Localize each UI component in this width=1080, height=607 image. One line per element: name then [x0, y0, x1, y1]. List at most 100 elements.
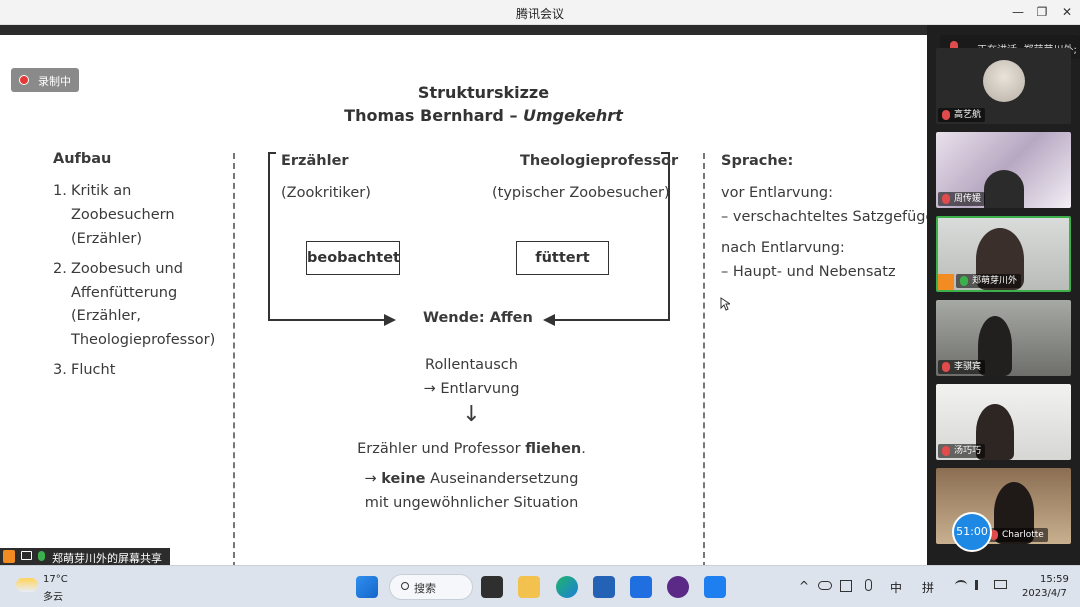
recording-label: 录制中 — [38, 75, 71, 88]
vor-entlarvung: vor Entlarvung: — [721, 185, 833, 201]
mic-tray-icon[interactable] — [865, 579, 872, 591]
mic-muted-icon — [942, 362, 950, 372]
wifi-icon[interactable] — [955, 580, 967, 590]
ime-language[interactable]: 中 — [890, 581, 903, 595]
aufbau-item-1-line-2: Zoobesuchern — [71, 207, 175, 223]
divider-left — [233, 153, 235, 578]
participant-tile-3-active[interactable]: 郑萌芽川外 — [936, 216, 1071, 292]
taskbar: 17°C 多云 搜索 ^ 中 拼 15:59 2023/4/7 — [0, 565, 1080, 607]
left-bracket-line — [268, 152, 388, 321]
ime-mode[interactable]: 拼 — [922, 581, 935, 595]
start-button-icon[interactable] — [356, 576, 378, 598]
aufbau-item-2-line-4: Theologieprofessor) — [71, 332, 216, 348]
mouse-cursor-icon — [720, 297, 730, 311]
keine-rest: Auseinandersetzung — [425, 471, 579, 487]
aufbau-item-2-line-1: Zoobesuch und — [71, 261, 183, 277]
file-explorer-icon[interactable] — [518, 576, 540, 598]
participant-tile-4[interactable]: 李骐宾 — [936, 300, 1071, 376]
wende-label: Wende: Affen — [423, 310, 533, 326]
fliehen-line: Erzähler und Professor fliehen. — [0, 441, 927, 457]
clock-date[interactable]: 2023/4/7 — [1022, 588, 1067, 599]
presentation-slide: 录制中 Strukturskizze Thomas Bernhard – Umg… — [0, 35, 927, 578]
weather-cloud-icon — [16, 578, 38, 592]
minimize-button[interactable]: — — [1012, 5, 1024, 19]
window-title: 腾讯会议 — [515, 7, 564, 21]
app-blue-icon[interactable] — [630, 576, 652, 598]
fliehen-bold: fliehen — [525, 441, 582, 457]
restore-button[interactable]: ❐ — [1036, 5, 1048, 19]
participant-name-tag: 高艺航 — [938, 108, 986, 122]
record-icon — [19, 75, 29, 85]
aufbau-item-2-line-3: (Erzähler, — [71, 308, 141, 324]
participant-name-tag: 周传媛 — [938, 192, 986, 206]
participant-name-tag: 汤巧巧 — [938, 444, 986, 458]
participant-name: Charlotte — [1002, 530, 1044, 540]
search-label: 搜索 — [414, 582, 436, 595]
participant-tile-1[interactable]: 高艺航 — [936, 48, 1071, 124]
slide-subtitle: Thomas Bernhard – Umgekehrt — [0, 106, 927, 125]
mic-muted-icon — [942, 110, 950, 120]
host-icon — [938, 274, 954, 290]
fliehen-pre: Erzähler und Professor — [357, 441, 526, 457]
participant-name: 李骐宾 — [954, 362, 982, 372]
nach-entlarvung-item: – Haupt- und Nebensatz — [721, 264, 896, 280]
slide-title: Strukturskizze — [417, 83, 550, 102]
theologe-sub: (typischer Zoobesucher) — [492, 185, 670, 201]
app-purple-icon[interactable] — [667, 576, 689, 598]
keine-line: → keine Auseinandersetzung — [0, 471, 927, 487]
beobachtet-box: beobachtet — [306, 241, 400, 275]
erzaehler-heading: Erzähler — [281, 153, 349, 169]
mic-muted-icon — [942, 446, 950, 456]
app-tray-icon[interactable] — [840, 580, 852, 592]
mic-active-icon — [38, 551, 45, 561]
weather-widget[interactable]: 17°C 多云 — [16, 572, 76, 603]
arrow-right-head — [384, 314, 396, 326]
aufbau-item-1-line-3: (Erzähler) — [71, 231, 143, 247]
screen-share-icon — [21, 551, 32, 560]
volume-icon[interactable] — [975, 580, 985, 590]
host-icon — [3, 550, 15, 563]
keine-bold: keine — [381, 471, 426, 487]
search-box[interactable]: 搜索 — [389, 574, 473, 600]
keine-arrow: → — [364, 471, 382, 487]
mic-active-icon — [960, 276, 968, 286]
rollentausch-label: Rollentausch — [425, 357, 518, 373]
participant-name-tag: 李骐宾 — [938, 360, 986, 374]
store-icon[interactable] — [593, 576, 615, 598]
meeting-timer[interactable]: 51:00 — [952, 512, 992, 552]
edge-icon[interactable] — [556, 576, 578, 598]
recording-badge[interactable]: 录制中 — [11, 68, 79, 92]
screen-share-tag[interactable]: 郑萌芽川外的屏幕共享 — [0, 548, 170, 565]
task-view-icon[interactable] — [481, 576, 503, 598]
chevron-up-icon[interactable]: ^ — [799, 579, 810, 593]
right-bracket-line — [550, 152, 670, 321]
arrow-left-head — [543, 314, 555, 326]
aufbau-num-3: 3. — [53, 362, 67, 378]
vor-entlarvung-item: – verschachteltes Satzgefüge — [721, 209, 927, 225]
divider-right — [703, 153, 705, 578]
participant-tile-5[interactable]: 汤巧巧 — [936, 384, 1071, 460]
window-titlebar: 腾讯会议 — ❐ ✕ — [0, 0, 1080, 25]
tencent-meeting-icon[interactable] — [704, 576, 726, 598]
screen-share-label: 郑萌芽川外的屏幕共享 — [52, 552, 162, 565]
clock-time[interactable]: 15:59 — [1040, 574, 1069, 585]
close-button[interactable]: ✕ — [1061, 5, 1073, 19]
cloud-icon[interactable] — [818, 581, 832, 590]
battery-icon[interactable] — [994, 580, 1007, 589]
entlarvung-label: → Entlarvung — [423, 381, 520, 397]
participant-name-tag: Charlotte — [986, 528, 1048, 542]
aufbau-num-2: 2. — [53, 261, 67, 277]
down-arrow-icon: ↓ — [462, 402, 481, 427]
fliehen-post: . — [581, 441, 586, 457]
participant-name-tag: 郑萌芽川外 — [956, 274, 1022, 288]
subtitle-author: Thomas Bernhard – — [344, 106, 524, 125]
sprache-heading: Sprache: — [721, 153, 794, 169]
participant-name: 周传媛 — [954, 194, 982, 204]
mic-muted-icon — [942, 194, 950, 204]
theologe-heading: Theologieprofessor — [520, 153, 679, 169]
aufbau-item-1-line-1: Kritik an — [71, 183, 132, 199]
aufbau-num-1: 1. — [53, 183, 67, 199]
erzaehler-sub: (Zookritiker) — [281, 185, 371, 201]
participant-tile-2[interactable]: 周传媛 — [936, 132, 1071, 208]
search-icon — [401, 582, 409, 590]
